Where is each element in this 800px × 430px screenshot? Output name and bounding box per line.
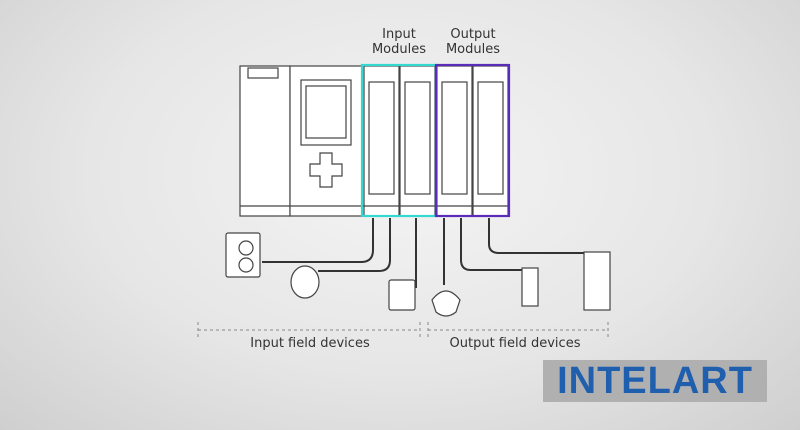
wire-starter (488, 218, 592, 254)
solenoid-valve-icon (521, 267, 539, 307)
input-modules-label: Input Modules (371, 27, 427, 57)
beacon-light-icon (431, 290, 461, 317)
output-modules-label: Output Modules (445, 27, 501, 57)
brand-logo: INTELART (543, 360, 767, 402)
level-transmitter-icon (388, 279, 416, 311)
power-supply-module (239, 65, 291, 217)
io-modules (363, 65, 509, 217)
output-field-devices-label: Output field devices (449, 336, 581, 351)
motor-starter-icon (583, 251, 611, 311)
wire-push-button (262, 218, 374, 263)
wire-encoder (318, 218, 391, 272)
rotary-encoder-icon (290, 265, 320, 299)
input-field-devices-label: Input field devices (250, 336, 370, 351)
wire-valve (460, 218, 530, 271)
output-modules-frame (434, 63, 511, 218)
